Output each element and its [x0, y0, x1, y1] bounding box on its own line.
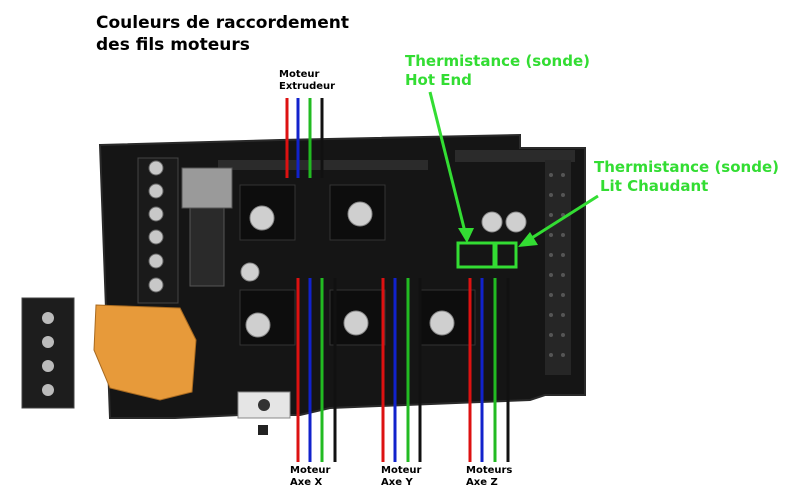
label-bed-line-1: Thermistance (sonde): [594, 158, 779, 176]
capacitors: [240, 201, 527, 338]
bed-thermistor-highlight: [492, 241, 518, 269]
regulator-body: [189, 207, 225, 287]
label-z-motors: Moteurs Axe Z: [466, 465, 512, 489]
label-x-line-1: Moteur: [290, 465, 331, 476]
regulator-heatsink: [181, 167, 233, 209]
hotend-pointer-arrow: [428, 91, 468, 237]
hotend-thermistor-highlight: [456, 241, 498, 269]
header-column-right: [545, 160, 571, 375]
label-y-motor: Moteur Axe Y: [381, 465, 421, 489]
label-z-line-1: Moteurs: [466, 465, 513, 476]
bed-pointer-arrow: [526, 194, 599, 243]
reset-button-cap: [258, 399, 270, 411]
wires-x-axis: [296, 278, 337, 462]
label-x-motor: Moteur Axe X: [290, 465, 330, 489]
label-hotend-line-2: Hot End: [405, 71, 472, 89]
label-bed-thermistor: Thermistance (sonde) Lit Chaudant: [594, 158, 779, 196]
label-z-line-2: Axe Z: [466, 477, 498, 488]
bed-arrowhead: [518, 232, 538, 247]
wires-extruder: [285, 98, 324, 178]
input-connector-screws: [42, 312, 54, 396]
label-extruder-line-2: Extrudeur: [279, 81, 336, 92]
title-line-1: Couleurs de raccordement: [96, 13, 349, 33]
label-extruder-line-1: Moteur: [279, 69, 320, 80]
label-extruder-motor: Moteur Extrudeur: [279, 69, 335, 93]
label-bed-line-2: Lit Chaudant: [600, 177, 709, 195]
wires-y-axis: [381, 278, 422, 462]
pin-dots: [549, 173, 565, 357]
reset-button-foot: [258, 425, 268, 435]
label-x-line-2: Axe X: [290, 477, 323, 488]
label-hotend-thermistor: Thermistance (sonde) Hot End: [405, 52, 590, 90]
header-strip-right: [455, 150, 575, 162]
diagram-title: Couleurs de raccordement des fils moteur…: [96, 12, 349, 56]
title-line-2: des fils moteurs: [96, 35, 250, 55]
label-y-line-2: Axe Y: [381, 477, 413, 488]
hotend-arrowhead: [458, 228, 474, 243]
label-y-line-1: Moteur: [381, 465, 422, 476]
polyfuse: [93, 304, 197, 401]
terminal-screws: [148, 160, 164, 293]
wires-z-axis: [468, 278, 510, 462]
label-hotend-line-1: Thermistance (sonde): [405, 52, 590, 70]
